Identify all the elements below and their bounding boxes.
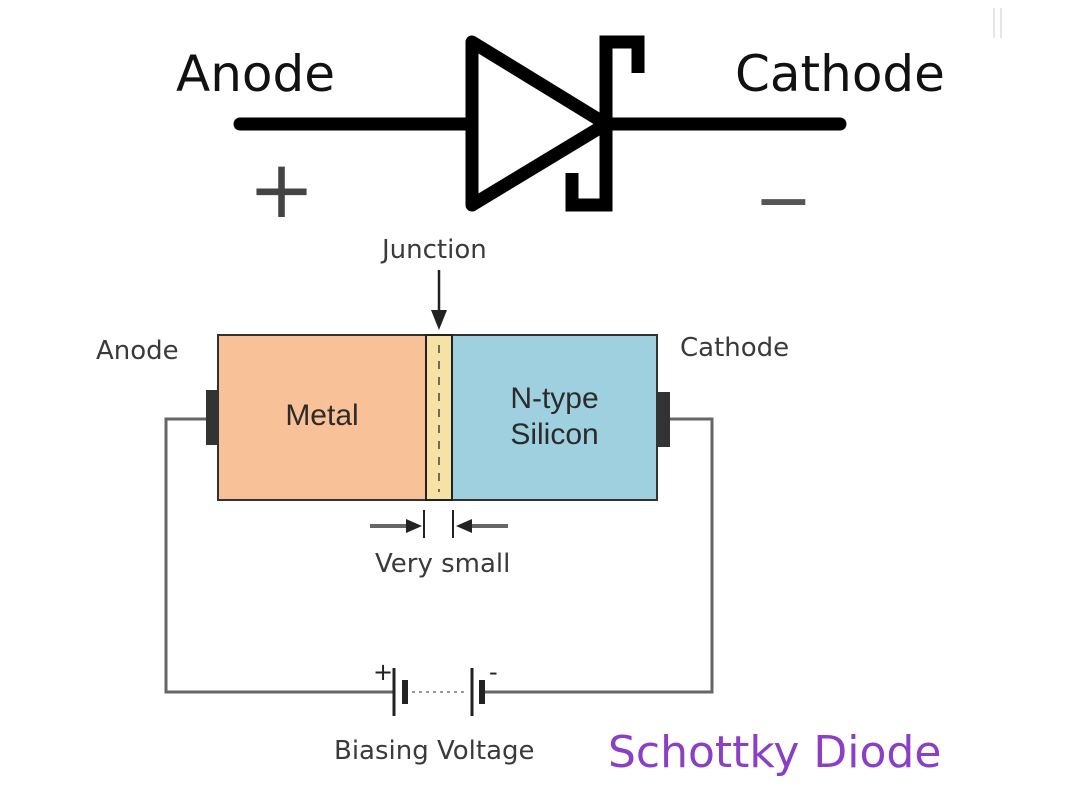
structure-anode-label: Anode	[96, 336, 179, 366]
diode-symbol	[233, 35, 847, 212]
metal-region	[217, 334, 427, 501]
junction-arrow	[431, 270, 447, 330]
diagram-title: Schottky Diode	[608, 727, 942, 778]
cathode-terminal	[657, 392, 670, 447]
symbol-plus-sign: +	[248, 143, 316, 236]
silicon-region	[451, 334, 658, 501]
junction-label: Junction	[382, 235, 487, 265]
wire-right	[480, 417, 714, 694]
circuit-wires	[164, 417, 714, 694]
symbol-anode-label: Anode	[176, 45, 335, 103]
structure-cathode-label: Cathode	[680, 333, 790, 363]
silicon-label-line2: Silicon	[510, 418, 599, 451]
battery-minus-label: -	[489, 658, 498, 686]
battery-plus-label: +	[373, 658, 394, 686]
wire-left	[164, 417, 394, 694]
symbol-cathode-label: Cathode	[735, 45, 945, 103]
symbol-triangle	[465, 35, 613, 212]
battery-symbol	[392, 668, 485, 716]
metal-label: Metal	[285, 399, 359, 432]
corner-mark	[993, 8, 1002, 38]
symbol-minus-sign: −	[754, 159, 813, 241]
silicon-label-line1: N-type	[510, 382, 599, 415]
bias-voltage-label: Biasing Voltage	[334, 736, 535, 766]
gap-arrows	[370, 510, 508, 538]
gap-label: Very small	[375, 549, 511, 579]
anode-terminal	[206, 390, 218, 445]
diode-structure	[206, 334, 670, 501]
silicon-label: N-type Silicon	[452, 381, 657, 453]
